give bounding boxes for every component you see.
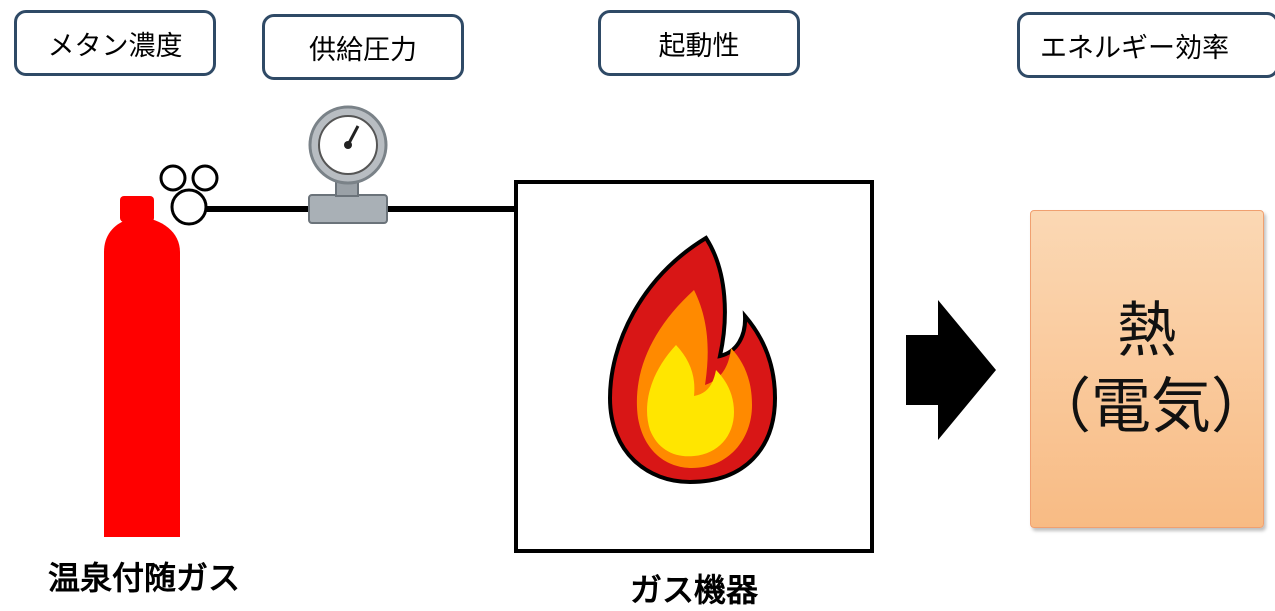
label-supply-pressure: 供給圧力 [262, 14, 464, 80]
label-methane-concentration: メタン濃度 [14, 10, 216, 76]
label-energy-efficiency: エネルギー効率 [1017, 12, 1275, 78]
label-startup: 起動性 [598, 10, 800, 76]
pressure-gauge-icon [308, 105, 388, 224]
output-electricity-label: （電気） [1031, 372, 1271, 442]
flame-icon [607, 235, 778, 485]
caption-hot-spring-gas: 温泉付随ガス [48, 559, 241, 597]
caption-gas-device: ガス機器 [630, 571, 759, 609]
arrow-right-icon [906, 300, 996, 440]
output-heat-label: 熱 [1117, 296, 1177, 366]
gas-cylinder-icon [104, 164, 219, 537]
output-heat-box: 熱 （電気） [1030, 210, 1271, 528]
